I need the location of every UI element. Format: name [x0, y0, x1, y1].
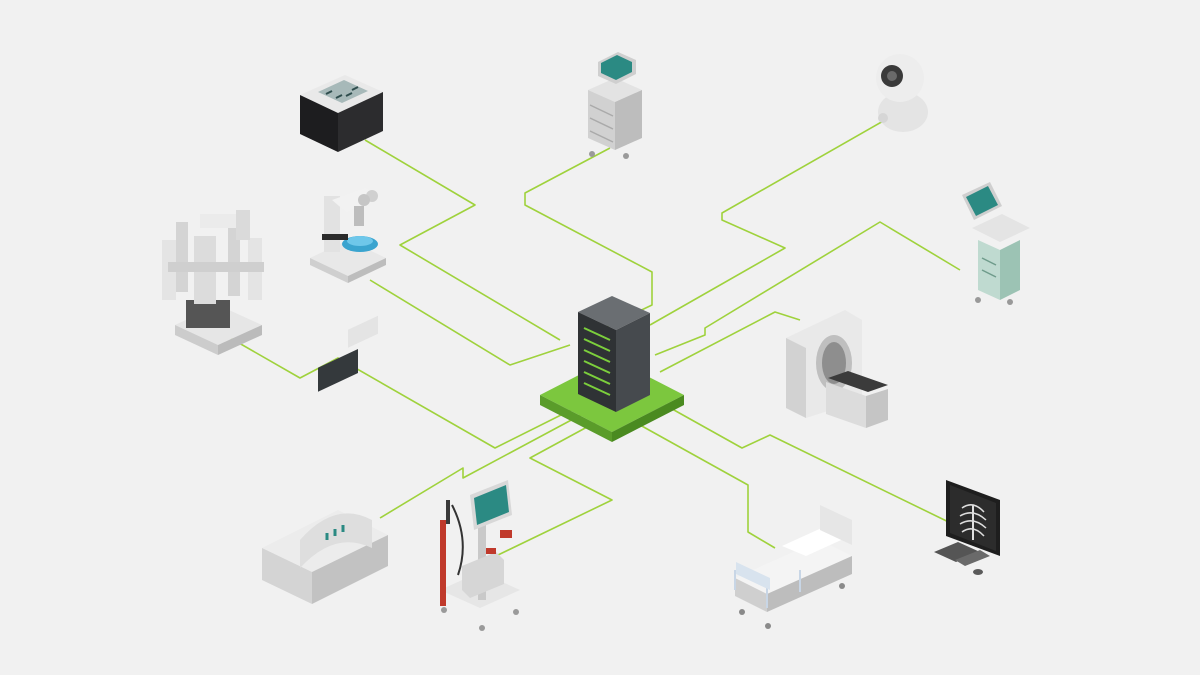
control-box-icon [300, 75, 383, 152]
connector-monitor-cart [654, 221, 961, 356]
connector-endoscope [497, 419, 613, 556]
surgical-robot[interactable] [162, 210, 264, 355]
endoscope-tower[interactable] [440, 480, 520, 631]
hub-server[interactable] [540, 296, 684, 442]
server-rack-icon [578, 296, 650, 412]
connector-microscope [369, 279, 571, 366]
connector-ct-scanner [659, 311, 801, 373]
patient-monitor-cart-icon [962, 182, 1030, 305]
connector-hospital-bed [639, 424, 776, 549]
connector-surgical-robot [224, 334, 576, 449]
monitor-cart[interactable] [962, 182, 1030, 305]
hospital-bed[interactable] [734, 505, 852, 629]
mri-machine[interactable] [262, 315, 388, 604]
connector-mri [379, 409, 591, 519]
connector-xray [664, 404, 966, 531]
hospital-bed-icon [734, 505, 852, 629]
microscope[interactable] [310, 188, 386, 283]
xray-workstation-icon [934, 480, 1000, 575]
mri-machine-icon [262, 315, 388, 604]
connectors [224, 119, 966, 556]
xray-workstation[interactable] [934, 480, 1000, 575]
ct-scanner[interactable] [786, 310, 888, 428]
connector-ultrasound-cart [524, 147, 653, 331]
security-camera[interactable] [876, 54, 928, 132]
microscope-icon [310, 188, 386, 283]
security-camera-icon [876, 54, 928, 132]
ct-scanner-icon [786, 310, 888, 428]
control-box[interactable] [300, 75, 383, 152]
connector-camera [649, 119, 886, 326]
endoscopy-tower-icon [440, 480, 520, 631]
connector-control-box [364, 139, 561, 341]
ultrasound-cart[interactable] [588, 52, 642, 159]
surgical-robot-icon [162, 210, 264, 355]
ultrasound-cart-icon [588, 52, 642, 159]
